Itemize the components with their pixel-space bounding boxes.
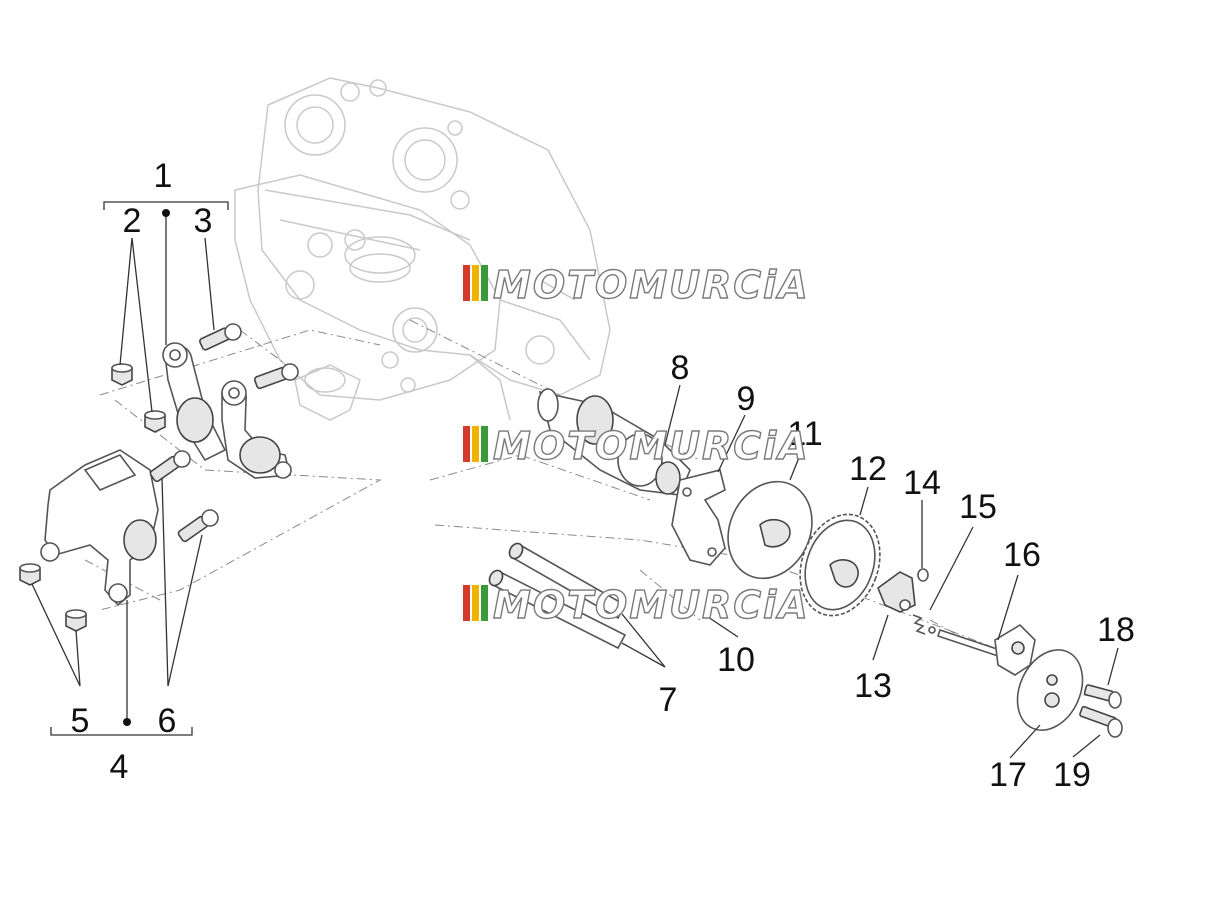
callout-12: 12 bbox=[849, 450, 887, 488]
nut-2a bbox=[111, 363, 133, 386]
callout-15: 15 bbox=[959, 488, 997, 526]
watermark-1: MOTOMURCiA bbox=[463, 262, 810, 308]
watermark-stripe-red bbox=[463, 265, 470, 301]
watermark-text: MOTOMURCiA bbox=[493, 583, 810, 627]
watermark-stripe-yellow bbox=[472, 265, 479, 301]
watermark-stripe-red bbox=[463, 426, 470, 462]
adjusting-screw-3b bbox=[253, 363, 299, 390]
rocker-arm-lower bbox=[40, 449, 159, 607]
callout-8: 8 bbox=[671, 349, 690, 387]
callout-4: 4 bbox=[110, 748, 129, 786]
nut-5a bbox=[19, 563, 41, 586]
watermark-stripe-yellow bbox=[472, 585, 479, 621]
callout-1: 1 bbox=[154, 157, 173, 195]
callout-13: 13 bbox=[854, 667, 892, 705]
cylinder-head-ghost bbox=[234, 77, 611, 421]
callout-7: 7 bbox=[659, 681, 678, 719]
callout-16: 16 bbox=[1003, 536, 1041, 574]
nut-5b bbox=[65, 609, 87, 632]
callout-5: 5 bbox=[71, 702, 90, 740]
watermark-stripe-red bbox=[463, 585, 470, 621]
adjusting-screw-3a bbox=[199, 323, 242, 351]
callout-11: 11 bbox=[787, 415, 822, 453]
callout-3: 3 bbox=[194, 202, 213, 240]
nut-2b bbox=[144, 410, 166, 433]
watermark-2: MOTOMURCiA bbox=[463, 423, 810, 469]
callout-18: 18 bbox=[1097, 611, 1135, 649]
watermark-stripe-green bbox=[481, 426, 488, 462]
callout-2: 2 bbox=[123, 202, 142, 240]
leader-lines bbox=[31, 201, 1119, 759]
adjusting-screw-6b bbox=[177, 509, 219, 543]
watermark-3: MOTOMURCiA bbox=[463, 582, 810, 628]
bolt-18 bbox=[1083, 684, 1122, 709]
circlip-14 bbox=[917, 568, 929, 582]
watermark-stripe-green bbox=[481, 265, 488, 301]
retaining-plate-9 bbox=[671, 469, 726, 566]
timing-sprocket-12 bbox=[799, 513, 881, 617]
callout-17: 17 bbox=[989, 756, 1027, 794]
watermark-stripe-yellow bbox=[472, 426, 479, 462]
rocker-arm-upper-a bbox=[162, 342, 227, 462]
callout-19: 19 bbox=[1053, 756, 1091, 794]
callout-6: 6 bbox=[158, 702, 177, 740]
callout-9: 9 bbox=[737, 380, 756, 418]
callout-14: 14 bbox=[903, 464, 941, 502]
washer-17 bbox=[1016, 649, 1084, 731]
rocker-shaft-7a bbox=[508, 542, 627, 620]
callout-10: 10 bbox=[717, 641, 755, 679]
watermark-text: MOTOMURCiA bbox=[493, 263, 810, 307]
adjusting-screw-6a bbox=[149, 450, 191, 483]
spring-15 bbox=[912, 614, 936, 635]
callout-labels: 1 2 3 4 5 6 7 8 9 10 11 12 13 14 15 16 1… bbox=[71, 157, 1135, 794]
decompressor-weight-13 bbox=[877, 571, 916, 613]
camshaft-8 bbox=[537, 388, 694, 496]
watermark-stripe-green bbox=[481, 585, 488, 621]
watermark-text: MOTOMURCiA bbox=[493, 424, 810, 468]
rocker-arm-upper-b bbox=[221, 380, 292, 479]
decompressor-shaft-16 bbox=[936, 623, 1036, 676]
bolt-19 bbox=[1079, 705, 1123, 738]
rocker-shaft-7b bbox=[488, 569, 627, 650]
